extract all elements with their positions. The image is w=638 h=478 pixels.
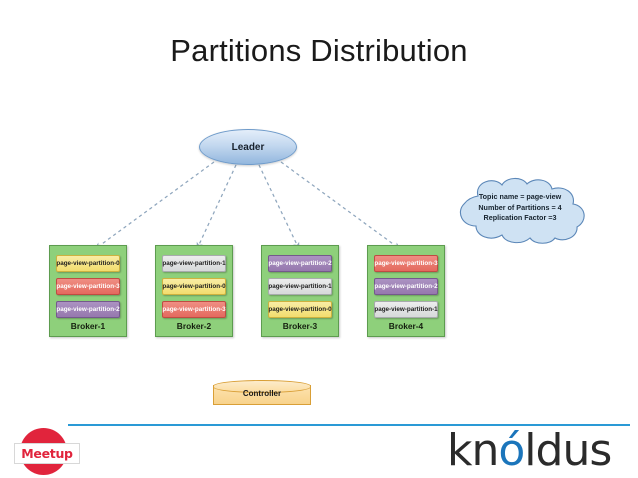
- footer-divider: [68, 424, 630, 426]
- broker-label: Broker-3: [282, 321, 318, 331]
- broker-label: Broker-2: [176, 321, 212, 331]
- knoldus-accent: ó: [498, 425, 525, 476]
- broker-label: Broker-4: [388, 321, 424, 331]
- partition-chip[interactable]: page-view-partition-0: [268, 301, 332, 318]
- partition-chip[interactable]: page-view-partition-3: [374, 255, 438, 272]
- page-title: Partitions Distribution: [170, 33, 468, 68]
- broker-box-4[interactable]: page-view-partition-3 page-view-partitio…: [367, 245, 445, 337]
- connector-leader-to-broker-1: [94, 161, 215, 250]
- meetup-plate: Meetup: [14, 443, 80, 464]
- cloud-line-2: Number of Partitions = 4: [478, 202, 562, 212]
- partition-chip[interactable]: page-view-partition-0: [162, 278, 226, 295]
- partition-chip[interactable]: page-view-partition-2: [56, 301, 120, 318]
- controller-label: Controller: [242, 389, 282, 398]
- broker-box-2[interactable]: page-view-partition-1 page-view-partitio…: [155, 245, 233, 337]
- cloud-line-3: Replication Factor =3: [483, 213, 557, 222]
- meetup-logo: Meetup: [14, 428, 82, 475]
- partition-chip[interactable]: page-view-partition-1: [268, 278, 332, 295]
- connector-leader-to-broker-3: [258, 164, 300, 250]
- cloud-shape: [459, 177, 585, 244]
- controller-node[interactable]: Controller: [213, 380, 311, 409]
- broker-box-1[interactable]: page-view-partition-0 page-view-partitio…: [49, 245, 127, 337]
- knoldus-part1: kn: [447, 425, 499, 476]
- leader-label: Leader: [231, 141, 265, 153]
- connector-leader-to-broker-4: [280, 161, 401, 250]
- partition-chip[interactable]: page-view-partition-2: [374, 278, 438, 295]
- cloud-text: Topic name = page-view Number of Partiti…: [464, 192, 576, 224]
- topic-info-cloud: Topic name = page-view Number of Partiti…: [450, 176, 590, 244]
- partition-chip[interactable]: page-view-partition-0: [56, 255, 120, 272]
- partition-chip[interactable]: page-view-partition-1: [374, 301, 438, 318]
- meetup-label: Meetup: [21, 446, 73, 461]
- broker-box-3[interactable]: page-view-partition-2 page-view-partitio…: [261, 245, 339, 337]
- connector-leader-to-broker-2: [196, 164, 237, 250]
- partition-chip[interactable]: page-view-partition-1: [162, 255, 226, 272]
- partition-chip[interactable]: page-view-partition-3: [56, 278, 120, 295]
- cylinder-top: [213, 380, 311, 393]
- knoldus-logo: knóldus: [447, 425, 612, 476]
- partition-chip[interactable]: page-view-partition-3: [162, 301, 226, 318]
- partition-chip[interactable]: page-view-partition-2: [268, 255, 332, 272]
- leader-node[interactable]: Leader: [199, 129, 297, 165]
- knoldus-part2: ldus: [524, 425, 612, 476]
- broker-label: Broker-1: [70, 321, 106, 331]
- cloud-line-1: Topic name = page-view: [478, 192, 562, 201]
